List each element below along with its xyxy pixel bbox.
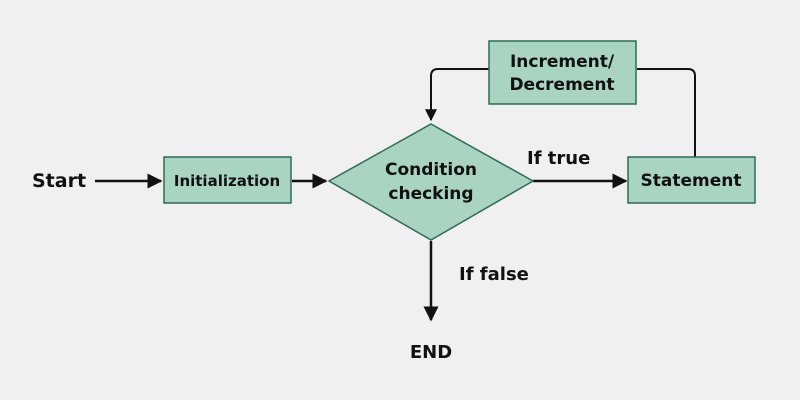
condition-label-line1: Condition bbox=[385, 160, 477, 180]
increment-decrement-box bbox=[488, 40, 637, 105]
statement-box bbox=[627, 156, 756, 204]
statement-label: Statement bbox=[641, 171, 742, 191]
initialization-label: Initialization bbox=[174, 172, 280, 190]
increment-label-line1: Increment/ bbox=[510, 52, 615, 72]
if-true-label: If true bbox=[527, 148, 590, 169]
if-false-label: If false bbox=[459, 264, 529, 285]
condition-label-line2: checking bbox=[388, 184, 473, 204]
initialization-box bbox=[163, 156, 292, 204]
increment-label-line2: Decrement bbox=[509, 75, 614, 95]
end-label: END bbox=[410, 342, 452, 363]
edge-increment-to-condition bbox=[425, 68, 490, 122]
edge-statement-to-increment bbox=[637, 68, 696, 157]
condition-diamond bbox=[327, 123, 535, 241]
start-label: Start bbox=[32, 170, 86, 192]
